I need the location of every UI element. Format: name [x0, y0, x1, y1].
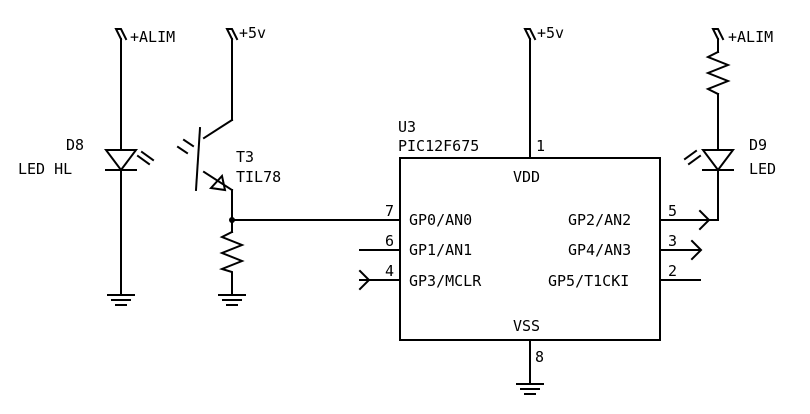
ic-part: PIC12F675	[398, 137, 479, 155]
led-d9-triangle	[701, 149, 735, 172]
led-d9-emission-arrow	[687, 154, 702, 166]
supply-arrow-symbol	[711, 28, 725, 41]
supply-label-alim-right: +ALIM	[728, 28, 773, 46]
pin-5-name: GP2/AN2	[568, 211, 631, 229]
pin-2-name: GP5/T1CKI	[548, 272, 629, 290]
led-d9-value: LED	[749, 160, 776, 178]
t3-collector	[202, 118, 234, 140]
led-d8-triangle	[104, 149, 138, 172]
pin-7-name: GP0/AN0	[409, 211, 472, 229]
supply-label-alim-left: +ALIM	[130, 28, 175, 46]
led-d9-ref: D9	[749, 136, 767, 154]
supply-arrow-symbol	[114, 28, 128, 41]
ic-u3: U3 PIC12F675 VDD VSS +5v 1 8 7 GP0/AN0 6…	[358, 24, 717, 395]
pin-2-number: 2	[668, 262, 677, 280]
pin-vdd-number: 1	[536, 137, 545, 155]
alim-right-supply: +ALIM	[711, 28, 773, 46]
pin-3-name: GP4/AN3	[568, 241, 631, 259]
t3-value: TIL78	[236, 168, 281, 186]
ground-symbol-t3	[218, 294, 246, 306]
supply-label-5v-t3: +5v	[239, 24, 266, 42]
led-d9-emission-arrow	[683, 149, 698, 161]
pin-4-number: 4	[385, 262, 394, 280]
t3-emitter-arrow	[208, 173, 227, 192]
pin-7-number: 7	[385, 202, 394, 220]
ic-vss-label: VSS	[513, 317, 540, 335]
supply-arrow-symbol	[523, 28, 537, 41]
led-d8-ref: D8	[66, 136, 84, 154]
t3-base-bar	[194, 126, 202, 192]
resistor-right	[705, 50, 731, 96]
pin-6-number: 6	[385, 232, 394, 250]
ground-symbol-left	[107, 294, 135, 306]
vcc-t3-supply: +5v	[225, 24, 266, 42]
led-d8-emission-arrow	[140, 150, 155, 162]
pin-6-name: GP1/AN1	[409, 241, 472, 259]
pin-3-output-arrow	[690, 239, 703, 261]
ground-symbol-ic	[516, 383, 544, 395]
pin-5-output-arrow	[698, 209, 711, 231]
supply-arrow-symbol	[225, 28, 239, 41]
pin-4-name: GP3/MCLR	[409, 272, 482, 290]
pin-5-number: 5	[668, 202, 677, 220]
resistor-left	[218, 230, 245, 296]
pin-3-number: 3	[668, 232, 677, 250]
ic-ref: U3	[398, 118, 416, 136]
led-d8-value: LED HL	[18, 160, 72, 178]
led-d8: D8 LED HL	[18, 136, 155, 178]
ic-vdd-label: VDD	[513, 168, 540, 186]
pin-4-input-arrow	[358, 269, 371, 291]
led-d9: D9 LED	[683, 136, 776, 178]
pin-vss-number: 8	[535, 348, 544, 366]
t3-light-arrow	[182, 138, 195, 148]
phototransistor-t3: T3 TIL78	[176, 118, 281, 192]
supply-label-5v-ic: +5v	[537, 24, 564, 42]
t3-light-arrow	[176, 145, 189, 155]
alim-left-supply: +ALIM	[114, 28, 175, 46]
led-d8-emission-arrow	[136, 154, 151, 166]
t3-ref: T3	[236, 148, 254, 166]
